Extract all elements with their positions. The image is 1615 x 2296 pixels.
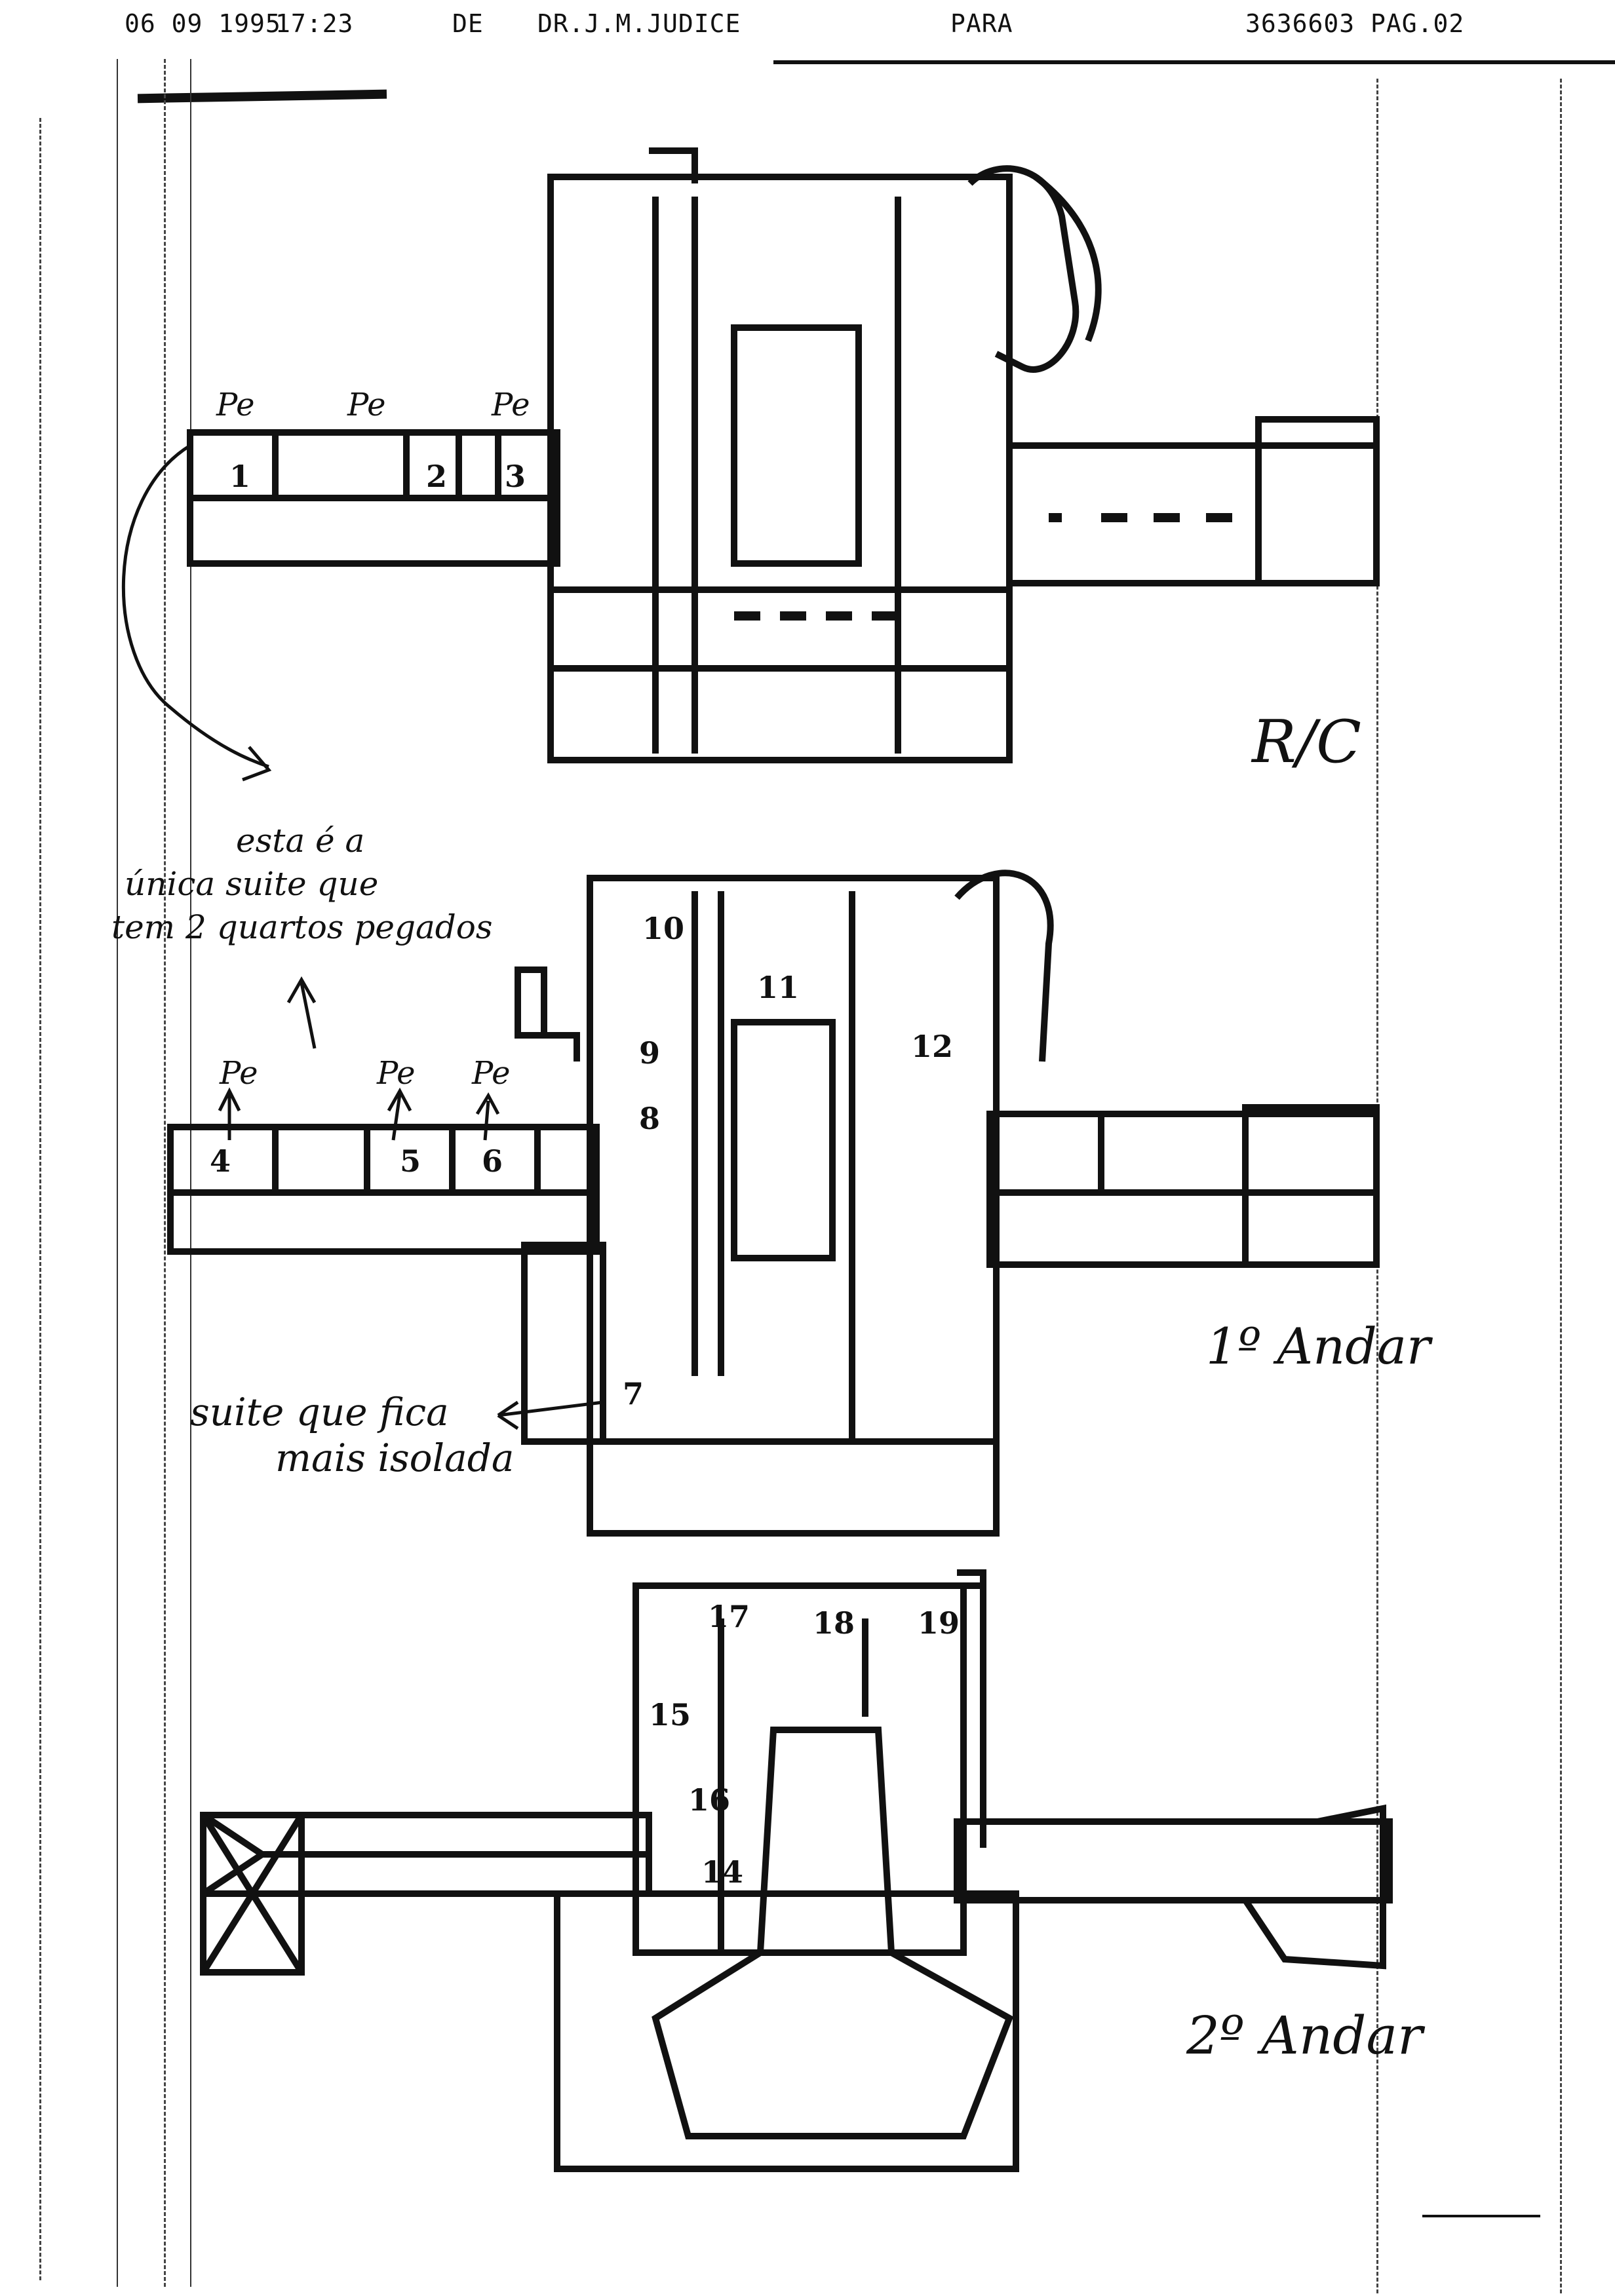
note-isolated-suite: suite que fica mais isolada (190, 1389, 544, 1481)
scan-line (1560, 79, 1562, 2293)
fax-para: PARA (950, 9, 1013, 38)
header-rule (773, 60, 1615, 64)
plan-first-floor (167, 870, 1380, 1537)
fax-date: 06 09 1995 (125, 9, 281, 38)
note-line: mais isolada (275, 1436, 515, 1480)
room-number: 10 (642, 911, 685, 946)
room-number: 9 (639, 1035, 661, 1071)
fax-sender: DR.J.M.JUDICE (537, 9, 741, 38)
room-number: 1 (229, 459, 251, 494)
floor-label-first: 1º Andar (1206, 1317, 1431, 1375)
room-number: 8 (639, 1101, 661, 1136)
note-line: única suite que (125, 865, 379, 903)
room-number: 5 (400, 1143, 421, 1179)
room-number: 14 (701, 1854, 744, 1890)
room-number: 17 (708, 1599, 750, 1634)
arrow-lines (121, 444, 604, 1430)
room-number: 4 (210, 1143, 231, 1179)
room-number: 2 (426, 459, 448, 494)
footer-rule (1422, 2215, 1540, 2217)
scan-line (39, 118, 41, 2280)
room-number: 15 (649, 1697, 691, 1732)
floor-label-second: 2º Andar (1186, 2005, 1423, 2066)
pe-mark: Pe (472, 1055, 511, 1092)
note-line: esta é a (236, 822, 365, 860)
room-number: 6 (482, 1143, 503, 1179)
pe-mark: Pe (492, 387, 530, 423)
scan-line (190, 59, 191, 2287)
note-two-rooms: esta é a única suite que tem 2 quartos p… (98, 819, 557, 949)
room-number: 11 (757, 970, 800, 1005)
scan-line (164, 59, 166, 2287)
note-line: tem 2 quartos pegados (111, 908, 493, 946)
scan-line (117, 59, 118, 2287)
room-number: 16 (688, 1782, 731, 1818)
pe-mark: Pe (216, 387, 255, 423)
plan-ground-floor (187, 147, 1380, 763)
pe-mark: Pe (347, 387, 386, 423)
floor-label-ground: R/C (1252, 708, 1361, 776)
room-number: 19 (918, 1605, 960, 1641)
room-number: 12 (911, 1029, 954, 1064)
fax-page: 3636603 PAG.02 (1245, 9, 1465, 38)
note-line: suite que fica (190, 1390, 449, 1434)
pe-mark: Pe (220, 1055, 258, 1092)
room-number: 3 (505, 459, 526, 494)
room-number: 18 (813, 1605, 855, 1641)
plan-second-floor (200, 1569, 1393, 2172)
room-number: 7 (623, 1376, 644, 1411)
fax-time: 17:23 (275, 9, 354, 38)
fax-header: 06 09 1995 17:23 DE DR.J.M.JUDICE PARA 3… (0, 5, 1615, 51)
pe-mark: Pe (377, 1055, 416, 1092)
fax-de: DE (452, 9, 484, 38)
